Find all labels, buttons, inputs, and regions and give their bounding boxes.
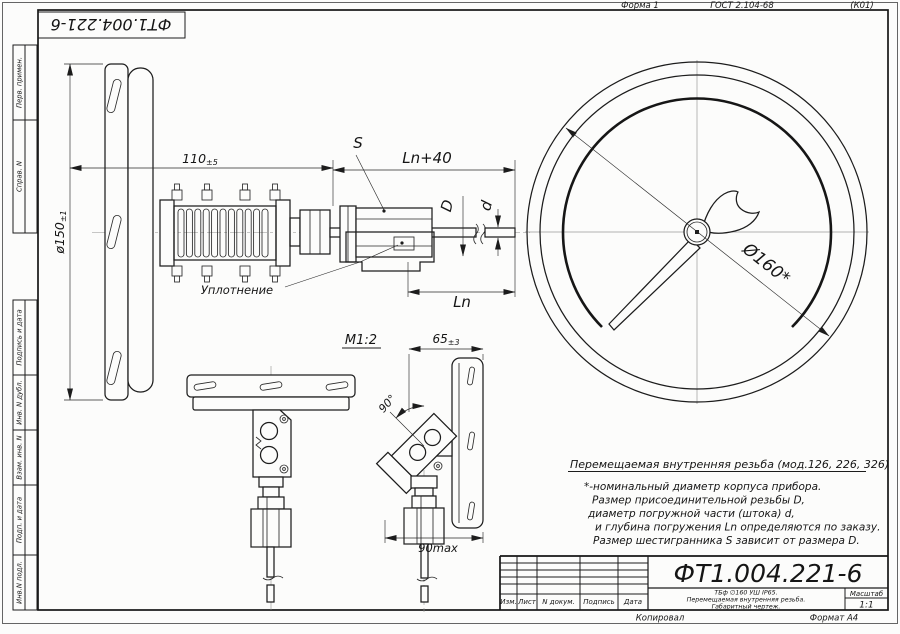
col-podpis: Подпись (583, 598, 615, 606)
doc-number: ФТ1.004.221-6 (674, 559, 863, 588)
dim-65: 65±3 (432, 332, 459, 347)
dim-ln: Ln (453, 293, 471, 311)
desc-line: ТБф ∅160 УШ IP65. (714, 590, 777, 597)
dial-dia-label: Ø160* (738, 239, 794, 289)
side-label-inv-podl: Инв.N подл. (16, 561, 24, 604)
finned-body (159, 183, 291, 283)
note-line: и глубина погружения Ln определяются по … (595, 522, 880, 534)
side-label-perv: Перв. примен. (16, 57, 24, 108)
title-block: Изм. Лист N докум. Подпись Дата ФТ1.004.… (499, 555, 888, 624)
front-view: М1:2 (186, 333, 381, 612)
notes-title: Перемещаемая внутренняя резьба (мод.126,… (570, 458, 889, 471)
side-label-sprav: Справ. N (16, 161, 24, 192)
dial-view: Ø160* (525, 60, 869, 404)
dim-110: 110±5 (182, 151, 218, 167)
gost-label: ГОСТ 2.104-68 (710, 1, 774, 11)
note-line: диаметр погружной части (штока) d, (587, 508, 795, 520)
top-stamp-number: ФТ1.004.221-6 (51, 15, 172, 34)
depth-max-label: 90max (418, 541, 458, 555)
side-strip: Перв. примен. Справ. N Подпись и дата Ин… (12, 44, 38, 611)
tilted-view: 65±3 90° 90max (375, 332, 484, 612)
format-label: Формат А4 (810, 614, 858, 624)
form-code: (К01) (850, 1, 873, 11)
dial-rim-inner (539, 74, 855, 390)
desc-line: Габаритный чертеж. (712, 603, 781, 611)
side-label-podpis2: Подп. и дата (16, 497, 24, 543)
col-list: Лист (517, 598, 537, 606)
note-line: Размер шестигранника S зависит от размер… (593, 535, 860, 547)
dim-stem-d: d (476, 198, 496, 212)
col-ndokum: N докум. (542, 598, 574, 606)
dial-rim-outer (526, 61, 868, 403)
note-line: *-номинальный диаметр корпуса прибора. (584, 481, 821, 493)
side-label-inv-dubl: Инв. N дубл. (16, 380, 24, 425)
scale-view-label: М1:2 (345, 333, 377, 348)
scale-value: 1:1 (859, 601, 873, 611)
dim-hex-s: S (353, 134, 363, 152)
fitting-front (250, 476, 292, 603)
sheet-frame: Форма 1 ГОСТ 2.104-68 (К01) ФТ1.004.221-… (2, 1, 898, 624)
dim-thread-d: D (437, 198, 457, 214)
union-nut-section (345, 231, 435, 272)
title-block-cols: Изм. Лист N докум. Подпись Дата (500, 598, 642, 606)
main-dims: ø150±1 110±5 Ln+40 S D d Ln Уплотнение (52, 63, 516, 401)
body-bolts (171, 183, 281, 283)
seal-window (393, 236, 415, 251)
col-data: Дата (623, 598, 642, 606)
form-label: Форма 1 (621, 1, 659, 11)
scale-label: Масштаб (850, 590, 884, 598)
note-line: Размер присоединительной резьбы D, (592, 495, 805, 507)
desc-line: Перемещаемая внутренняя резьба. (687, 596, 806, 604)
side-label-podpis1: Подпись и дата (16, 309, 24, 365)
notes-block: Перемещаемая внутренняя резьба (мод.126,… (568, 458, 889, 547)
stem-break (473, 223, 486, 245)
angle-label: 90° (376, 392, 399, 415)
main-view: ø150±1 110±5 Ln+40 S D d Ln Уплотнение (52, 63, 530, 401)
stem-and-fitting (289, 205, 516, 272)
dim-ln40: Ln+40 (402, 149, 452, 167)
col-izm: Изм. (500, 598, 516, 606)
dial-scale-arc (561, 97, 833, 328)
dial-dim-line (565, 127, 830, 337)
form-header: Форма 1 ГОСТ 2.104-68 (К01) (621, 1, 874, 11)
dial-pointer (608, 190, 761, 331)
dial-plate-edge (104, 63, 129, 401)
fitting-tilted (403, 475, 445, 603)
plate-slots (106, 78, 122, 386)
copied-label: Копировал (636, 614, 685, 624)
stem-tip (484, 227, 516, 238)
dim-dia150: ø150±1 (52, 210, 68, 254)
side-label-vzam: Взам. инв. N (16, 435, 24, 479)
seal-label: Уплотнение (201, 283, 273, 297)
dial-housing-edge (127, 67, 154, 393)
doc-description: ТБф ∅160 УШ IP65. Перемещаемая внутрення… (687, 590, 806, 611)
hinge-front (252, 409, 292, 478)
top-stamp: ФТ1.004.221-6 (37, 11, 186, 39)
